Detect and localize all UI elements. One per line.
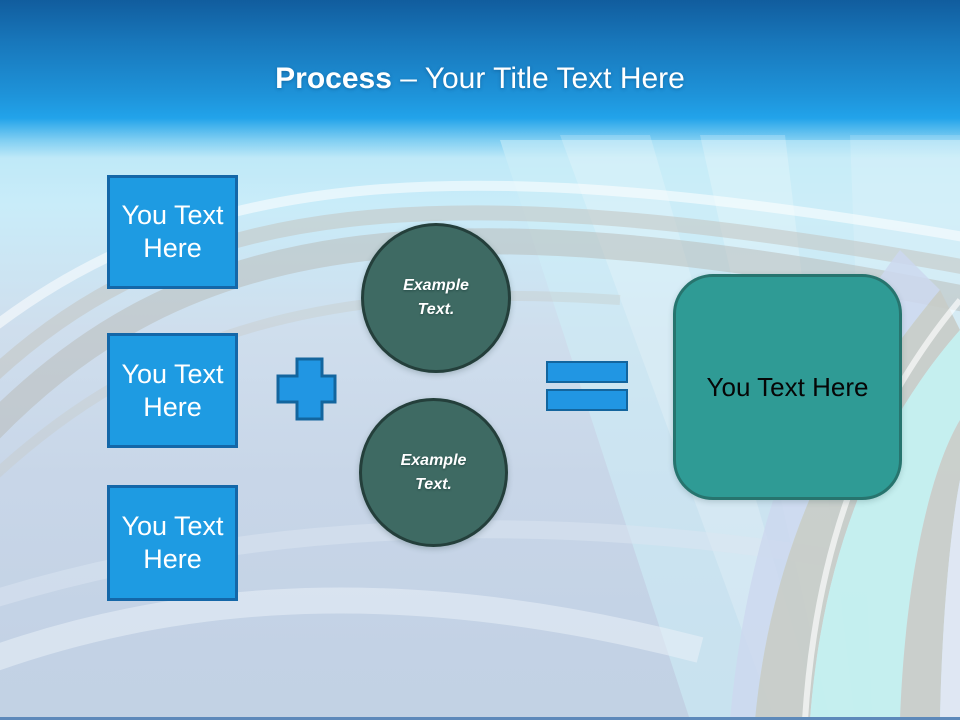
- input-box-3: You Text Here: [107, 485, 238, 601]
- example-circle-1-label: Example Text.: [403, 277, 469, 318]
- example-circle-2-label: Example Text.: [400, 451, 467, 493]
- equals-icon: [546, 361, 628, 411]
- input-box-3-label: You Text Here: [121, 511, 224, 574]
- equals-bar-bottom: [546, 389, 628, 411]
- plus-icon: [276, 357, 337, 421]
- page-title-rest: – Your Title Text Here: [391, 62, 685, 95]
- input-box-1-label: You Text Here: [121, 200, 224, 263]
- example-circle-1: Example Text.: [361, 223, 511, 373]
- input-box-1: You Text Here: [107, 175, 238, 289]
- page-title-bold: Process: [275, 62, 392, 95]
- bg-corner-fan: [730, 250, 960, 720]
- result-box-label: You Text Here: [706, 372, 869, 402]
- equals-bar-top: [546, 361, 628, 383]
- bottom-edge-line: [0, 717, 960, 720]
- result-box: You Text Here: [673, 274, 902, 500]
- input-box-2-label: You Text Here: [121, 358, 224, 422]
- slide-header: Process – Your Title Text Here: [0, 0, 960, 110]
- example-circle-2: Example Text.: [359, 398, 508, 547]
- page-title: Process – Your Title Text Here: [275, 60, 685, 110]
- input-box-2: You Text Here: [107, 333, 238, 448]
